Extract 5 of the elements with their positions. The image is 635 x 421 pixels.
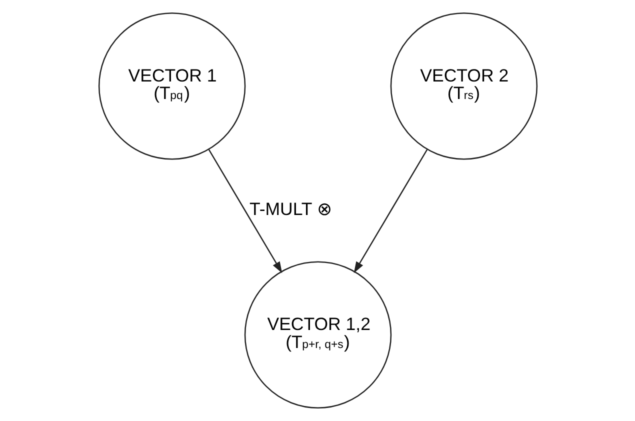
node-circle: VECTOR 1 (Tpq) xyxy=(98,12,246,160)
edge-label: T-MULT ⊗ xyxy=(248,199,332,220)
arrow xyxy=(208,149,282,274)
node-circle: VECTOR 2 (Trs) xyxy=(390,12,538,160)
arrow xyxy=(353,149,428,274)
